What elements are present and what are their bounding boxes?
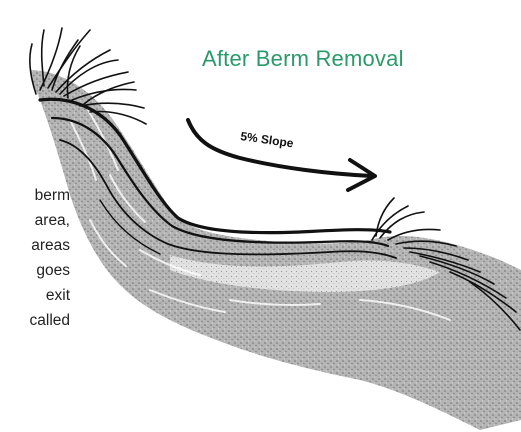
body-text-line: areas bbox=[31, 233, 70, 258]
slope-label: 5% Slope bbox=[240, 129, 295, 150]
body-text-line: area, bbox=[35, 208, 70, 233]
body-text-line: berm bbox=[35, 183, 70, 208]
body-text-line: called bbox=[30, 308, 71, 333]
body-text-line: exit bbox=[46, 283, 70, 308]
slope-arrow bbox=[188, 120, 375, 190]
body-text-line: goes bbox=[36, 258, 70, 283]
diagram-title: After Berm Removal bbox=[202, 46, 404, 72]
soil-mass bbox=[30, 70, 521, 430]
